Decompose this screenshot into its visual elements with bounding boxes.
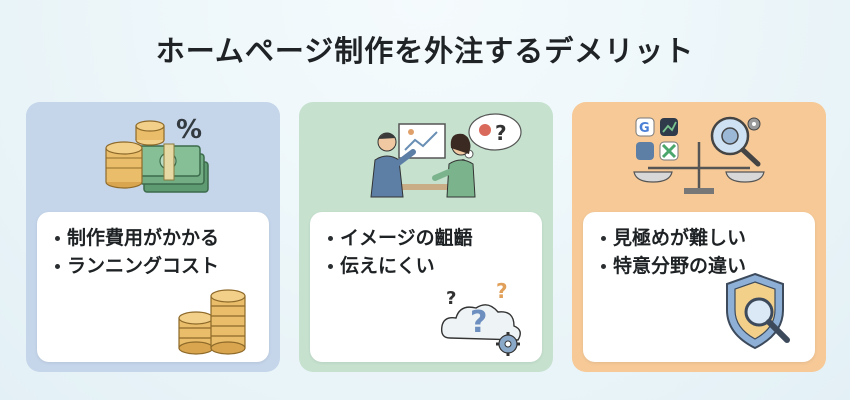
- svg-text:%: %: [176, 115, 202, 145]
- balance-scale-icon: [633, 142, 765, 194]
- card-communication: ? イメージの齟齬 伝えにくい ? ? ?: [299, 102, 553, 372]
- money-illustration: %: [105, 115, 209, 193]
- list-item: イメージの齟齬: [328, 224, 473, 252]
- list-item: 制作費用がかかる: [55, 224, 219, 252]
- meeting-illustration: ?: [370, 113, 522, 198]
- svg-text:?: ?: [496, 279, 508, 303]
- coins-icon: [178, 289, 246, 355]
- money-bills-icon: [135, 143, 209, 193]
- svg-text:?: ?: [446, 288, 456, 309]
- svg-text:?: ?: [495, 121, 507, 145]
- card-selection-panel: 見極めが難しい 特意分野の違い: [583, 212, 815, 362]
- svg-text:G: G: [639, 121, 650, 136]
- coins-stack-icon: [105, 120, 165, 189]
- list-item: 特意分野の違い: [601, 252, 746, 280]
- list-item: 伝えにくい: [328, 252, 473, 280]
- card-cost: % 制作費用がかかる ランニングコスト: [26, 102, 280, 372]
- thought-bubble-icon: ?: [460, 113, 522, 165]
- card-cost-panel: 制作費用がかかる ランニングコスト: [37, 212, 269, 362]
- presentation-board-icon: [398, 123, 446, 159]
- list-item: ランニングコスト: [55, 252, 219, 280]
- card-selection: G 見極めが難しい 特意分野の違い: [572, 102, 826, 372]
- app-tiles-icon: G: [635, 117, 679, 161]
- question-cloud-gear-icon: ? ? ?: [440, 279, 521, 356]
- magnifier-gear-icon: [710, 116, 761, 167]
- list-item: 見極めが難しい: [601, 224, 746, 252]
- card-communication-panel: イメージの齟齬 伝えにくい ? ? ?: [310, 212, 542, 362]
- svg-text:?: ?: [470, 305, 487, 340]
- page-title: ホームページ制作を外注するデメリット: [155, 34, 695, 68]
- meeting-people-icon: [370, 132, 476, 198]
- percent-icon: %: [176, 115, 202, 145]
- shield-magnifier-icon: [726, 272, 790, 350]
- selection-illustration: G: [633, 116, 765, 194]
